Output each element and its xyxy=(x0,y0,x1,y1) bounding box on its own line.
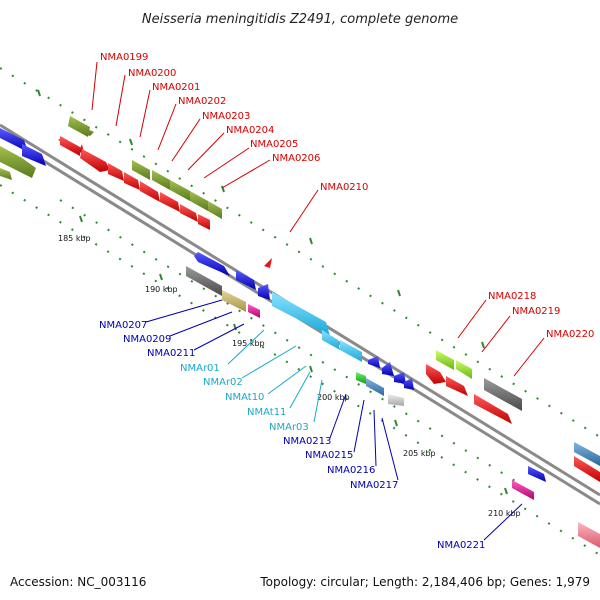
gene-blue xyxy=(368,356,380,368)
gene-red xyxy=(160,192,180,212)
scale-label-195: 195 kbp xyxy=(232,339,265,348)
label-NMAr03: NMAr03 xyxy=(269,422,309,433)
gene-lightgray xyxy=(388,394,404,406)
gene-pink xyxy=(578,522,600,548)
scale-label-190: 190 kbp xyxy=(145,285,178,294)
reverse-genes xyxy=(186,252,600,548)
gene-lime xyxy=(436,350,454,370)
gene-red xyxy=(426,364,446,384)
cyan-labels: NMAr01 NMAr02 NMAt10 NMAt11 NMAr03 xyxy=(180,363,309,433)
gene-olive xyxy=(132,160,150,180)
label-NMA0209: NMA0209 xyxy=(123,334,171,345)
label-NMA0210: NMA0210 xyxy=(320,182,368,193)
gene-lime xyxy=(456,360,472,379)
scale-label-185: 185 kbp xyxy=(58,234,91,243)
gene-gray xyxy=(484,378,522,411)
gene-red xyxy=(108,163,124,181)
gene-red xyxy=(140,181,160,202)
forward-genes xyxy=(58,116,600,482)
gene-tan xyxy=(222,290,246,312)
label-NMA0220: NMA0220 xyxy=(546,329,594,340)
label-NMA0211: NMA0211 xyxy=(147,348,195,359)
map-title: Neisseria meningitidis Z2491, complete g… xyxy=(142,12,458,27)
red-leaders xyxy=(91,61,545,377)
gene-red xyxy=(446,376,468,396)
gene-blue xyxy=(258,284,270,300)
gene-blue xyxy=(236,270,256,290)
label-NMA0221: NMA0221 xyxy=(437,540,485,551)
label-NMAt11: NMAt11 xyxy=(247,407,286,418)
label-NMA0200: NMA0200 xyxy=(128,68,176,79)
label-NMAr02: NMAr02 xyxy=(203,377,243,388)
label-NMA0205: NMA0205 xyxy=(250,139,298,150)
scale-labels: 185 kbp 190 kbp 195 kbp 200 kbp 205 kbp … xyxy=(58,234,521,518)
label-NMA0207: NMA0207 xyxy=(99,320,147,331)
gene-olive xyxy=(68,116,90,137)
gene-red xyxy=(180,204,198,222)
gene-gray xyxy=(186,266,222,296)
gene-red xyxy=(198,214,210,230)
gene-magenta xyxy=(248,304,260,318)
gene-green xyxy=(356,372,366,384)
scale-label-200: 200 kbp xyxy=(317,393,350,402)
gene-olive xyxy=(170,180,190,201)
gene-olive xyxy=(190,191,208,211)
label-NMA0218: NMA0218 xyxy=(488,291,536,302)
gene-blue xyxy=(528,466,546,482)
label-NMA0213: NMA0213 xyxy=(283,436,331,447)
label-NMA0199: NMA0199 xyxy=(100,52,148,63)
label-NMA0206: NMA0206 xyxy=(272,153,320,164)
gene-red xyxy=(124,172,140,190)
label-NMA0215: NMA0215 xyxy=(305,450,353,461)
gene-marker xyxy=(264,258,272,268)
left-genes xyxy=(0,128,46,180)
label-NMAr01: NMAr01 xyxy=(180,363,220,374)
gene-steel xyxy=(366,378,384,396)
gene-blue xyxy=(404,378,414,390)
label-NMA0203: NMA0203 xyxy=(202,111,250,122)
accession-text: Accession: NC_003116 xyxy=(10,575,146,589)
label-NMA0204: NMA0204 xyxy=(226,125,274,136)
gene-red xyxy=(574,456,600,482)
gene-blue xyxy=(382,362,394,376)
label-NMA0219: NMA0219 xyxy=(512,306,560,317)
gene-olive xyxy=(208,201,222,219)
scale-label-205: 205 kbp xyxy=(403,449,436,458)
cyan-leaders xyxy=(227,329,323,423)
gene-red xyxy=(60,136,80,156)
gene-blue xyxy=(194,252,230,276)
topology-text: Topology: circular; Length: 2,184,406 bp… xyxy=(259,575,590,589)
blue-labels: NMA0207 NMA0209 NMA0211 NMA0213 NMA0215 … xyxy=(99,320,485,551)
gene-cyan xyxy=(322,330,340,350)
gene-cyan xyxy=(340,340,362,362)
scale-label-210: 210 kbp xyxy=(488,509,521,518)
label-NMA0202: NMA0202 xyxy=(178,96,226,107)
gene-olive xyxy=(152,170,170,190)
gene-magenta xyxy=(512,480,534,500)
label-NMAt10: NMAt10 xyxy=(225,392,264,403)
label-NMA0216: NMA0216 xyxy=(327,465,375,476)
red-labels: NMA0199 NMA0200 NMA0201 NMA0202 NMA0203 … xyxy=(100,52,594,340)
gene-red xyxy=(474,394,512,424)
gene-steel xyxy=(574,442,600,466)
label-NMA0217: NMA0217 xyxy=(350,480,398,491)
gene-blue xyxy=(394,372,406,384)
gene-cyan xyxy=(272,292,330,336)
gene-red xyxy=(80,149,110,172)
label-NMA0201: NMA0201 xyxy=(152,82,200,93)
blue-leaders xyxy=(145,299,523,541)
scale-ticks xyxy=(37,89,508,495)
